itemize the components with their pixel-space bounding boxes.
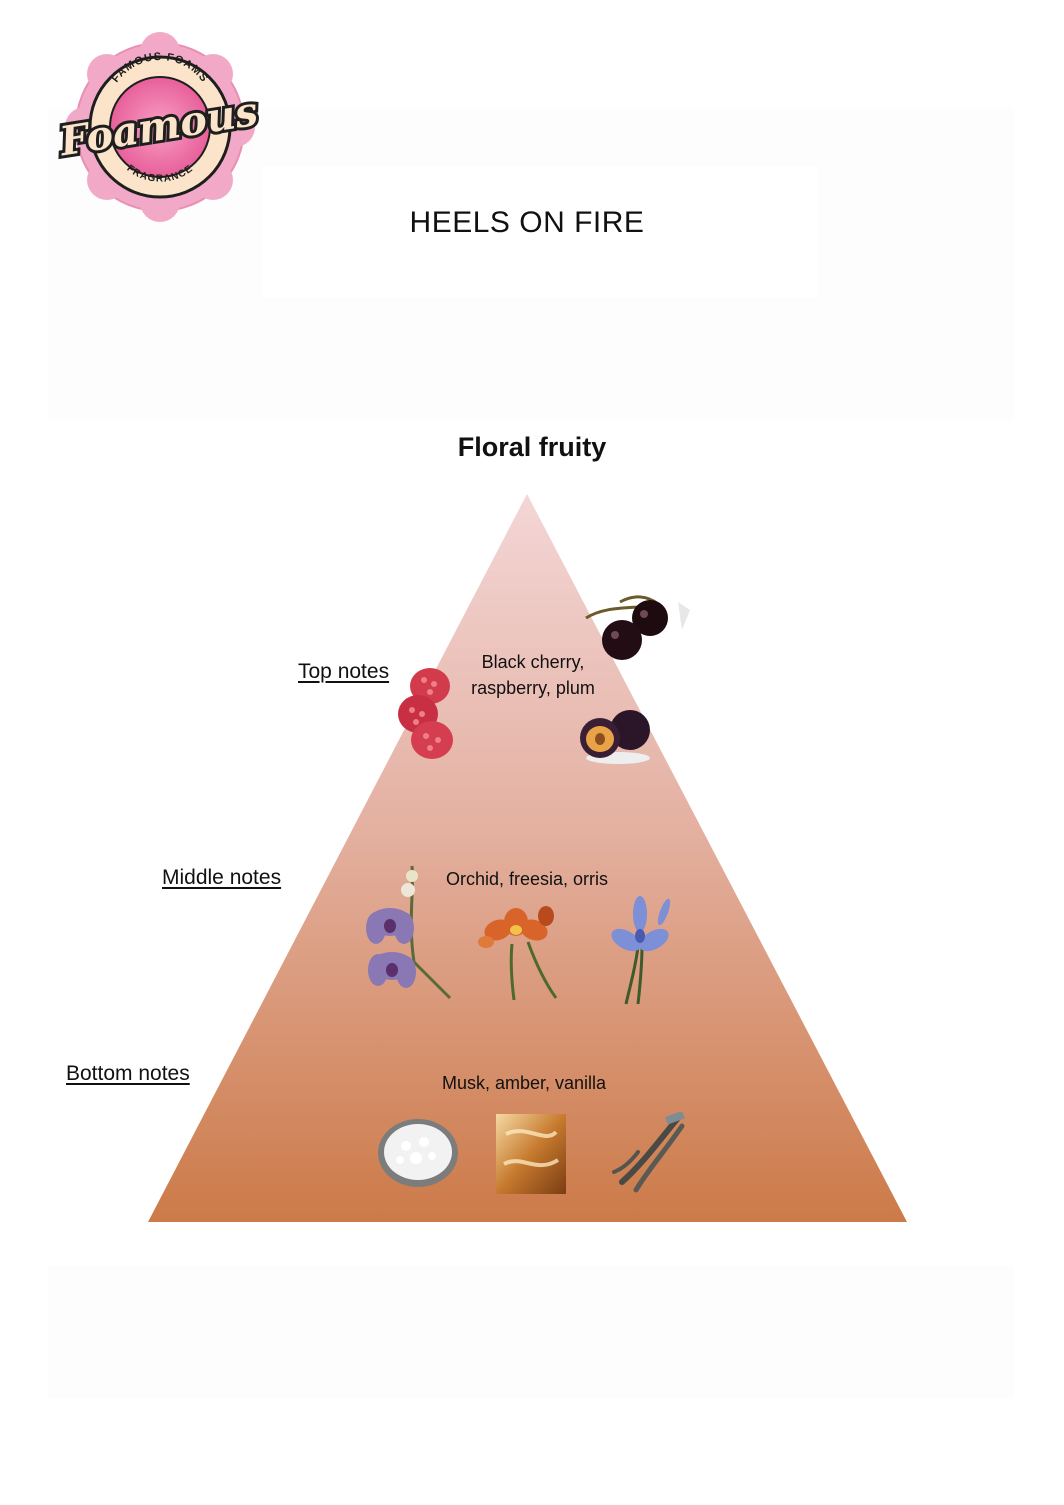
tier-label-top: Top notes — [298, 660, 390, 683]
title-panel — [262, 166, 817, 298]
tier-label-middle: Middle notes — [162, 866, 282, 889]
plum-icon — [580, 710, 650, 764]
tier-notes-middle: Orchid, freesia, orris — [445, 869, 609, 889]
raspberry-icon — [398, 668, 453, 759]
amber-icon — [496, 1114, 566, 1194]
vanilla-icon — [612, 1112, 685, 1193]
tier-label-bottom: Bottom notes — [66, 1062, 190, 1085]
cherry-icon — [585, 595, 690, 660]
page-title: HEELS ON FIRE — [409, 206, 645, 239]
orchid-icon — [366, 865, 452, 1000]
iris-icon — [611, 896, 671, 1005]
tier-notes-bottom: Musk, amber, vanilla — [441, 1073, 607, 1093]
tier-notes-top: Black cherry, raspberry, plum — [471, 652, 595, 698]
pyramid-shape — [148, 494, 907, 1222]
foamous-logo: FAMOUS FOAMS FRAGRANCE Foamous — [53, 32, 264, 222]
fragrance-family: Floral fruity — [457, 432, 607, 462]
freesia-icon — [478, 906, 558, 1001]
footer-panel — [48, 1266, 1014, 1398]
musk-icon — [378, 1119, 458, 1187]
logo-center — [109, 76, 211, 178]
